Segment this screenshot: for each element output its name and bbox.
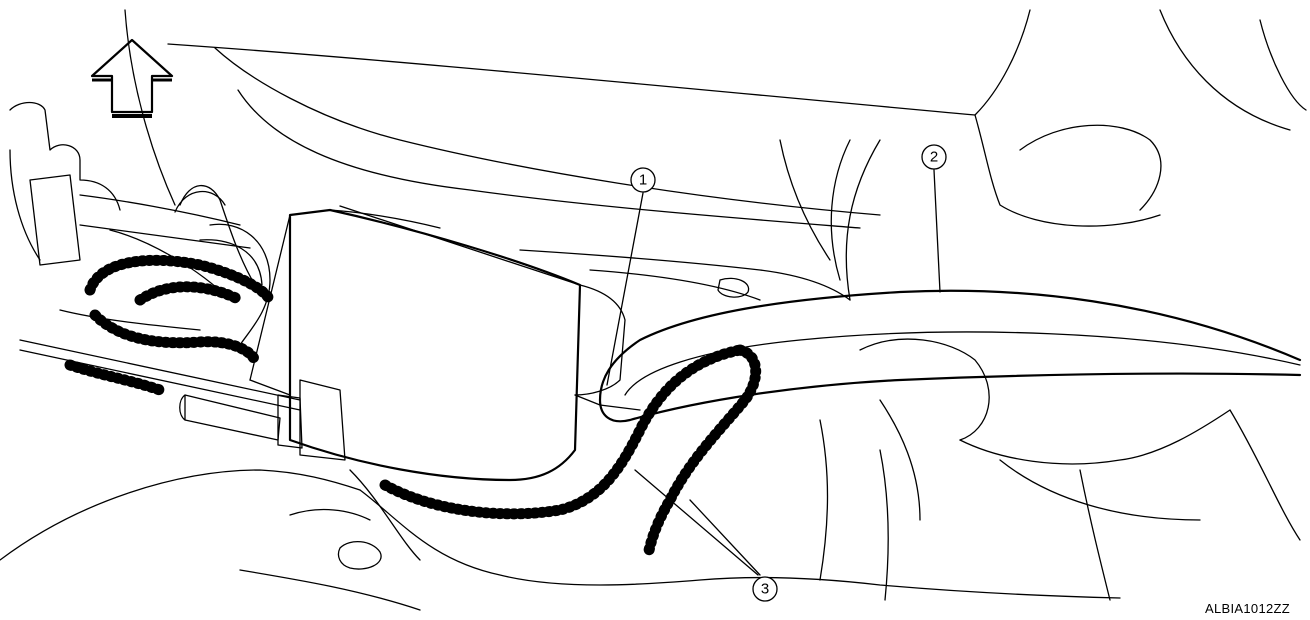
connector-block bbox=[9, 101, 251, 331]
callout-1-label: 1 bbox=[639, 172, 647, 189]
up-arrow-icon bbox=[90, 38, 174, 118]
callout-1: 1 bbox=[630, 167, 656, 193]
fuel-pump-assembly bbox=[19, 205, 641, 482]
fuel-hoses bbox=[379, 344, 762, 561]
vehicle-body-outline bbox=[124, 9, 1307, 601]
remover-tool bbox=[598, 289, 1302, 423]
callout-3-label: 3 bbox=[761, 581, 769, 598]
floor-contour bbox=[0, 469, 1121, 611]
corrugated-hoses-left bbox=[64, 254, 276, 396]
callout-2: 2 bbox=[921, 144, 947, 170]
figure-code: ALBIA1012ZZ bbox=[1205, 601, 1290, 616]
callout-leaders bbox=[606, 169, 941, 576]
callout-3: 3 bbox=[752, 576, 778, 602]
callout-2-label: 2 bbox=[930, 149, 938, 166]
